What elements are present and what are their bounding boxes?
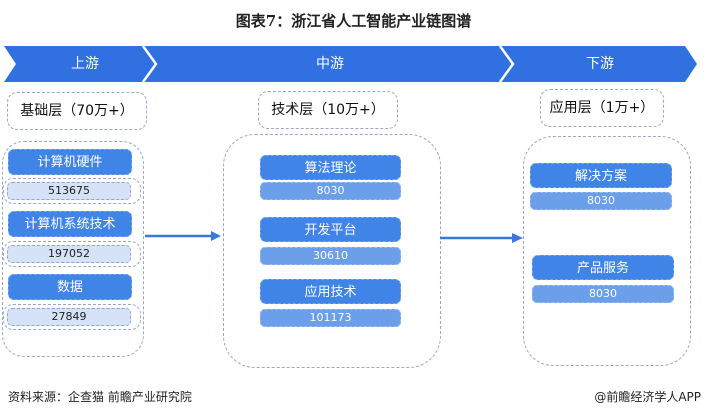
midstream-layer-box: 技术层（10万+） [258,91,398,129]
stage-downstream-label: 下游 [586,56,614,72]
value-computer-hardware: 513675 [7,182,131,200]
upstream-layer-box: 基础层（70万+） [7,92,147,130]
source-note: 资料来源：企查猫 前瞻产业研究院 [8,390,192,404]
value-wrap [3,178,141,204]
value-solutions: 8030 [530,192,672,210]
category-products-services: 产品服务 [532,255,674,280]
midstream-chevron [145,46,517,82]
upstream-chevron [4,46,160,82]
category-algorithm-theory: 算法理论 [260,155,401,180]
category-data: 数据 [8,274,132,300]
value-wrap [3,241,141,267]
credit-note: @前瞻经济学人APP [594,390,701,404]
stage-midstream-label: 中游 [316,56,344,72]
flow-arrow-2 [440,233,523,243]
category-dev-platform: 开发平台 [260,217,401,242]
value-chain-banner [4,46,697,82]
category-applied-tech: 应用技术 [260,279,401,304]
stage-upstream-label: 上游 [71,56,99,72]
value-wrap [3,304,141,330]
value-dev-platform: 30610 [260,247,401,265]
category-computer-hardware: 计算机硬件 [8,149,132,175]
chart-title: 图表7：浙江省人工智能产业链图谱 [235,12,472,30]
value-algorithm-theory: 8030 [260,182,401,200]
value-applied-tech: 101173 [260,309,401,327]
value-products-services: 8030 [532,285,674,303]
flow-arrow-1 [145,231,221,241]
value-data: 27849 [7,308,131,326]
downstream-layer-box: 应用层（1万+） [540,89,664,127]
value-computer-system-tech: 197052 [7,245,131,263]
category-computer-system-tech: 计算机系统技术 [8,211,132,237]
category-solutions: 解决方案 [530,163,672,188]
downstream-chevron [502,46,697,82]
